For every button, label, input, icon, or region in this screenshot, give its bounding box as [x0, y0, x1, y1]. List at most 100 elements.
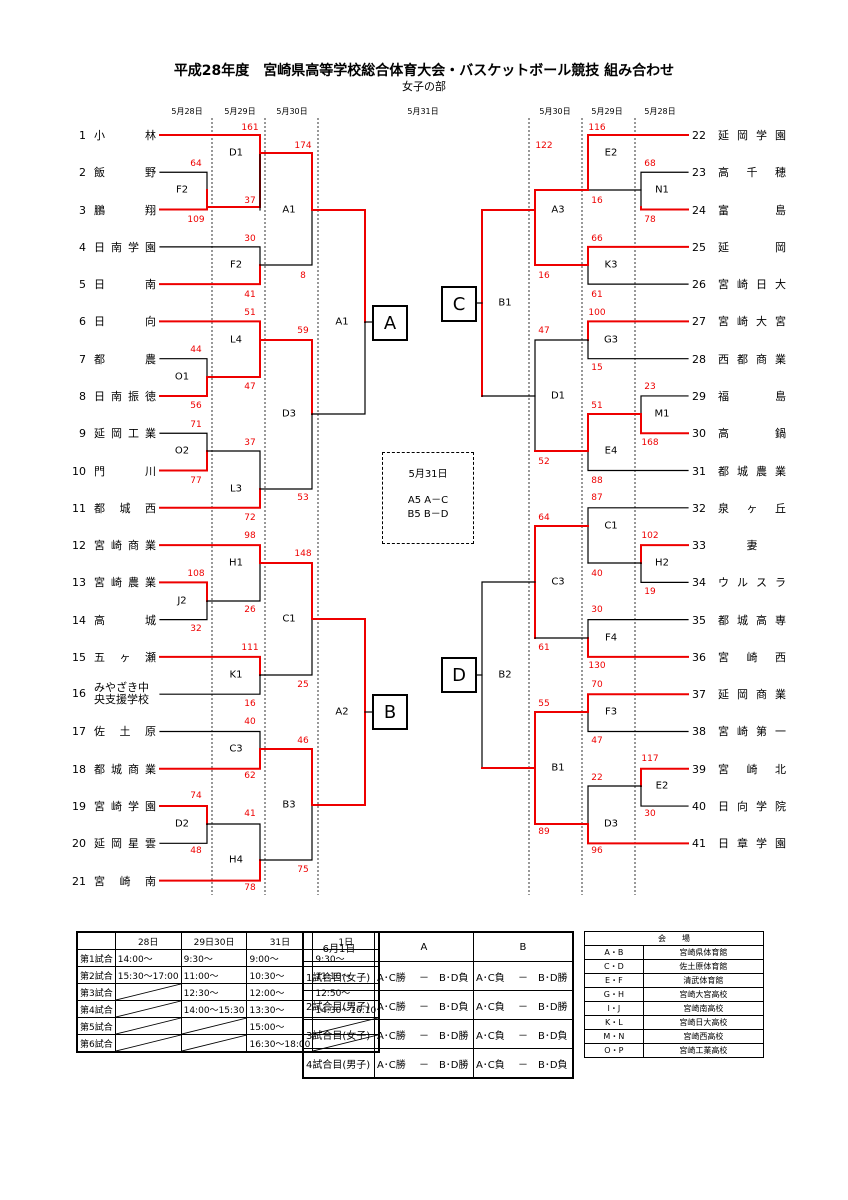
match-label: F2 [229, 259, 243, 271]
table-cell: A･C負 － B･D勝 [472, 961, 574, 991]
team-name: 佐 土 原 [94, 725, 156, 739]
date-header: 5月31日 [407, 107, 439, 116]
bracket-line [159, 320, 261, 341]
bracket-line [587, 320, 689, 341]
bracket-line [640, 562, 689, 583]
seed-number: 10 [72, 464, 86, 478]
team-name: 都城商業 [94, 762, 156, 776]
date-header: 5月30日 [276, 107, 308, 116]
bracket-line [587, 785, 642, 825]
match-label: B1 [551, 762, 565, 774]
score: 96 [591, 846, 603, 856]
date-header: 5月29日 [224, 107, 256, 116]
bracket-line [640, 785, 689, 807]
team-name: 日南学園 [94, 240, 156, 254]
table-cell: 12:30～ [180, 983, 248, 1001]
venue-cell: I・J [584, 1001, 644, 1016]
table-cell [114, 1034, 182, 1053]
team-name: 小 林 [94, 129, 156, 142]
seed-number: 20 [72, 837, 86, 851]
match-label: D3 [281, 408, 297, 420]
seed-number: 17 [72, 725, 86, 739]
score: 71 [190, 420, 202, 430]
match-label: K1 [229, 669, 243, 681]
page-title: 平成28年度 宮崎県高等学校総合体育大会・バスケットボール競技 組み合わせ [173, 63, 675, 79]
score: 75 [297, 865, 309, 875]
bracket-line [587, 823, 689, 845]
score: 51 [591, 401, 603, 411]
venue-cell: 宮崎南高校 [642, 1001, 765, 1016]
table-header: B [472, 931, 574, 962]
team-name: 都 農 [94, 352, 156, 366]
bracket-line [259, 209, 313, 266]
score: 108 [187, 569, 205, 579]
table-cell [114, 983, 182, 1001]
team-name: 宮 崎 南 [94, 874, 156, 888]
score: 89 [538, 827, 550, 837]
score: 87 [591, 493, 603, 503]
match-label: B1 [498, 297, 512, 309]
bracket-line [640, 395, 689, 415]
match-label: O2 [174, 445, 190, 457]
team-name: 宮 崎 北 [718, 762, 786, 776]
bracket-line [159, 674, 261, 695]
bracket-line [159, 488, 261, 509]
seed-number: 21 [72, 874, 86, 888]
bracket-line [640, 767, 689, 787]
bracket-line [587, 134, 689, 191]
bracket-line [259, 152, 313, 211]
table-cell: A･C勝 － B･D勝 [373, 1019, 474, 1049]
score: 148 [294, 549, 312, 559]
score: 68 [644, 159, 656, 169]
team-name: 高 城 [94, 613, 156, 627]
score: 47 [591, 736, 603, 746]
match-label: H4 [229, 854, 243, 866]
score: 55 [538, 699, 550, 709]
team-name: 五 ヶ 瀬 [94, 650, 156, 664]
final-box-a: A [372, 305, 408, 341]
match-label: D3 [603, 818, 619, 830]
match-label: E2 [655, 780, 669, 792]
match-label: H2 [655, 557, 669, 569]
match-label: J2 [177, 595, 187, 607]
score: 117 [641, 754, 659, 764]
bracket-line [640, 206, 689, 211]
score: 40 [244, 717, 256, 727]
seed-number: 30 [692, 427, 706, 441]
bracket-line [587, 450, 689, 472]
seed-number: 31 [692, 464, 706, 478]
seed-number: 33 [692, 539, 706, 553]
table-cell: 1試合目(女子) [302, 961, 375, 991]
score: 77 [190, 476, 202, 486]
match-label: A1 [282, 204, 296, 216]
bracket-line [159, 358, 208, 378]
table-cell [114, 1000, 182, 1018]
table-cell: 第4試合 [76, 1000, 116, 1018]
team-name: 日章学園 [718, 837, 786, 851]
bracket-line [481, 209, 536, 397]
table-cell: 第1試合 [76, 949, 116, 967]
bracket-line [640, 544, 689, 564]
venue-cell: K・L [584, 1015, 644, 1030]
match-label: E4 [604, 445, 618, 457]
venue-cell: 清武体育館 [642, 973, 765, 988]
score: 72 [244, 513, 256, 523]
match-label: B2 [498, 669, 512, 681]
score: 168 [641, 438, 659, 448]
match-label: A3 [551, 204, 565, 216]
team-name: 宮崎日大 [718, 278, 786, 292]
bracket-line [587, 339, 689, 360]
note-line: A5 A－C [407, 495, 449, 506]
